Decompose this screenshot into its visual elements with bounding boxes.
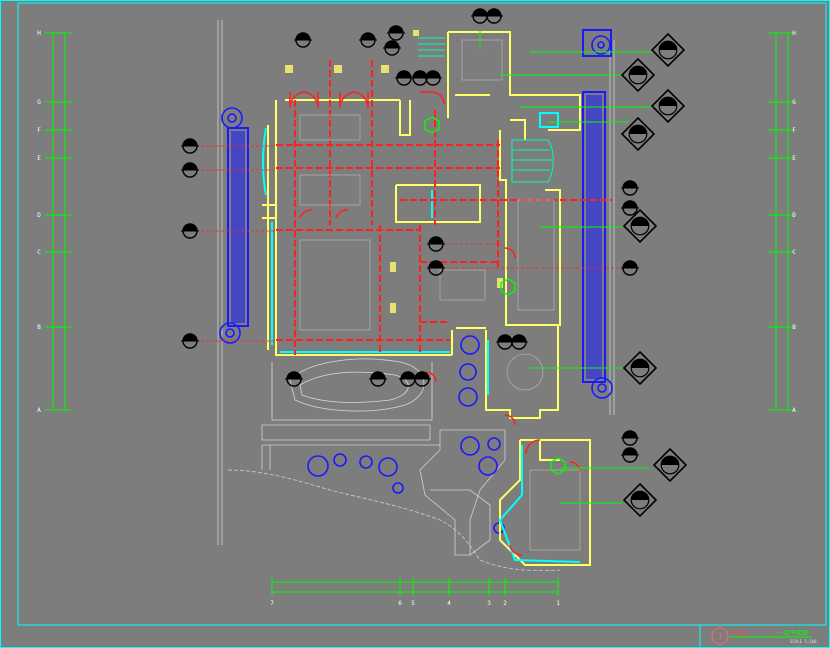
- trees: [219, 35, 613, 534]
- plan-label: PLAN: [732, 630, 747, 637]
- site-outline: [217, 20, 615, 571]
- elevation-callout: [621, 180, 639, 196]
- axis-label: A: [37, 407, 41, 414]
- detail-callout: [622, 350, 658, 386]
- bottom-axis-labels: 7 6 5 4 3 2 1: [270, 578, 560, 607]
- door-swings: [289, 91, 581, 556]
- right-axis-labels: H G F E D C B A: [768, 30, 796, 414]
- detail-callout: [620, 57, 656, 93]
- glazing: [262, 112, 581, 563]
- ceiling-grid: [276, 60, 612, 355]
- fixtures: [285, 30, 503, 313]
- elevation-callout: [621, 260, 639, 276]
- axis-label: G: [37, 99, 41, 106]
- elevation-callout: [285, 371, 303, 387]
- elevation-callout: [424, 70, 442, 86]
- right-dimension-chain: [775, 33, 789, 410]
- elevation-callout: [395, 70, 413, 86]
- axis-label: H: [792, 30, 796, 37]
- axis-label: D: [792, 212, 796, 219]
- leader-lines: [479, 30, 652, 504]
- elevation-callout: [294, 32, 312, 48]
- building-walls: [262, 31, 591, 566]
- elevation-callout: [427, 260, 445, 276]
- axis-label: 1: [556, 600, 560, 607]
- axis-label: 3: [487, 600, 491, 607]
- detail-callout: [652, 447, 688, 483]
- left-axis-labels: H G F E D C B A: [37, 30, 72, 414]
- elevation-callout: [621, 430, 639, 446]
- axis-label: F: [37, 127, 41, 134]
- axis-label: G: [792, 99, 796, 106]
- axis-label: E: [792, 155, 796, 162]
- axis-label: D: [37, 212, 41, 219]
- drawing-scale: SCALE 1:100: [790, 639, 817, 644]
- axis-label: B: [792, 324, 796, 331]
- detail-callout: [620, 116, 656, 152]
- left-planter-fill: [231, 131, 245, 323]
- right-planter-fill: [586, 95, 602, 379]
- detail-callout: [622, 208, 658, 244]
- elevation-callout: [181, 333, 199, 349]
- elevation-callout: [387, 25, 405, 41]
- axis-label: 6: [398, 600, 402, 607]
- detail-callout: [622, 482, 658, 518]
- axis-label: 2: [503, 600, 507, 607]
- stairs: [418, 37, 554, 183]
- axis-label: 4: [447, 600, 451, 607]
- rock-garden: [271, 358, 433, 421]
- axis-label: F: [792, 127, 796, 134]
- elevation-callout: [181, 138, 199, 154]
- elevation-callout: [181, 162, 199, 178]
- axis-label: 5: [411, 600, 415, 607]
- top-right-planter: [582, 29, 612, 57]
- axis-label: A: [792, 407, 796, 414]
- elevation-callout: [621, 447, 639, 463]
- detail-callout: [650, 32, 686, 68]
- detail-callout: [650, 88, 686, 124]
- axis-label: C: [792, 249, 796, 256]
- axis-label: C: [37, 249, 41, 256]
- elevation-callout: [181, 223, 199, 239]
- left-dimension-chain: [52, 33, 66, 410]
- elevation-callout: [427, 236, 445, 252]
- elevation-callout: [621, 200, 639, 216]
- axis-label: H: [37, 30, 41, 37]
- elevation-callout: [369, 371, 387, 387]
- sheet-number: 1: [718, 632, 723, 641]
- elevation-callout: [485, 8, 503, 24]
- elevation-callout: [510, 334, 528, 350]
- elevation-callout: [383, 40, 401, 56]
- bottom-dimension-chain: [272, 581, 558, 593]
- furniture: [299, 39, 581, 551]
- axis-label: 7: [270, 600, 274, 607]
- inner-frame: [17, 2, 827, 626]
- axis-label: E: [37, 155, 41, 162]
- elevation-callout: [413, 371, 431, 387]
- section-marks: [424, 116, 566, 475]
- axis-label: B: [37, 324, 41, 331]
- elevation-callout: [359, 32, 377, 48]
- drawing-title: 一层平面图: [778, 630, 808, 637]
- callout-reference-lines: [196, 145, 630, 342]
- callout-symbols: [181, 8, 688, 518]
- title-block: 1 PLAN 一层平面图 SCALE 1:100: [711, 627, 817, 645]
